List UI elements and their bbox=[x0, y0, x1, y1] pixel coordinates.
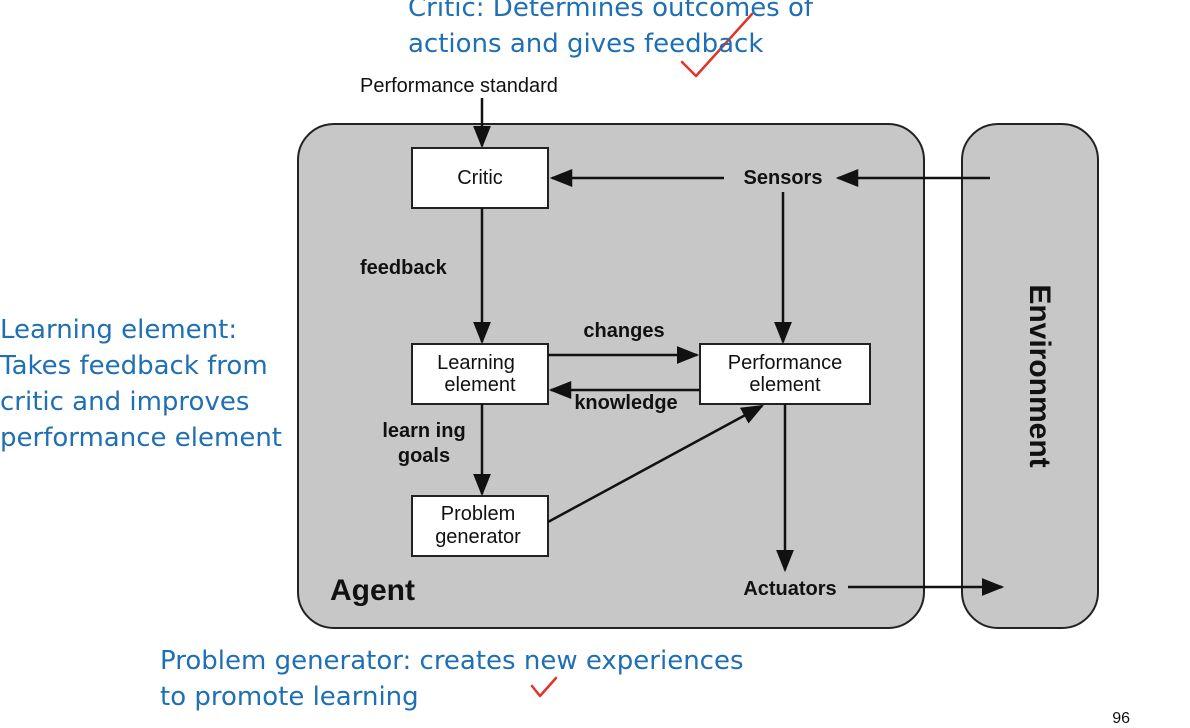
sensors-label: Sensors bbox=[744, 167, 823, 189]
knowledge-label: knowledge bbox=[574, 392, 677, 414]
problem-annotation-line-1: Problem generator: creates new experienc… bbox=[160, 646, 744, 676]
problem-generator-label-1: Problem bbox=[441, 503, 515, 525]
problem-generator-label-2: generator bbox=[435, 526, 521, 548]
check-mark-icon bbox=[530, 676, 558, 698]
learning-annotation-line-4: performance element bbox=[0, 423, 282, 453]
learning-element-label-1: Learning bbox=[437, 352, 515, 374]
learning-annotation: Learning element: Takes feedback from cr… bbox=[0, 312, 282, 456]
environment-label: Environment bbox=[1023, 284, 1056, 467]
problem-to-performance-arrow bbox=[547, 404, 764, 524]
learning-annotation-line-3: critic and improves bbox=[0, 387, 250, 417]
critic-annotation-line-1: Critic: Determines outcomes of bbox=[408, 0, 814, 23]
feedback-label: feedback bbox=[360, 257, 448, 279]
learning-element-box bbox=[411, 343, 549, 405]
critic-box bbox=[411, 147, 549, 209]
learning-goals-label-1: learn ing bbox=[382, 420, 465, 442]
learning-annotation-line-1: Learning element: bbox=[0, 315, 238, 345]
learning-goals-label-2: goals bbox=[398, 445, 450, 467]
environment-panel bbox=[961, 123, 1099, 629]
learning-element-label-2: element bbox=[444, 374, 516, 396]
actuators-label: Actuators bbox=[743, 578, 836, 600]
performance-element-label-2: element bbox=[749, 374, 821, 396]
check-mark-icon bbox=[680, 12, 754, 78]
critic-annotation: Critic: Determines outcomes of actions a… bbox=[408, 0, 813, 62]
problem-annotation-line-2: to promote learning bbox=[160, 682, 419, 712]
page-number: 96 bbox=[1112, 710, 1130, 727]
performance-element-box bbox=[699, 343, 871, 405]
critic-label: Critic bbox=[457, 167, 503, 189]
performance-element-label-1: Performance bbox=[728, 352, 843, 374]
performance-standard-label: Performance standard bbox=[360, 75, 558, 97]
critic-annotation-line-2: actions and gives feedback bbox=[408, 29, 764, 59]
problem-annotation: Problem generator: creates new experienc… bbox=[160, 643, 744, 715]
agent-label: Agent bbox=[330, 574, 415, 607]
learning-annotation-line-2: Takes feedback from bbox=[0, 351, 268, 381]
changes-label: changes bbox=[583, 320, 664, 342]
